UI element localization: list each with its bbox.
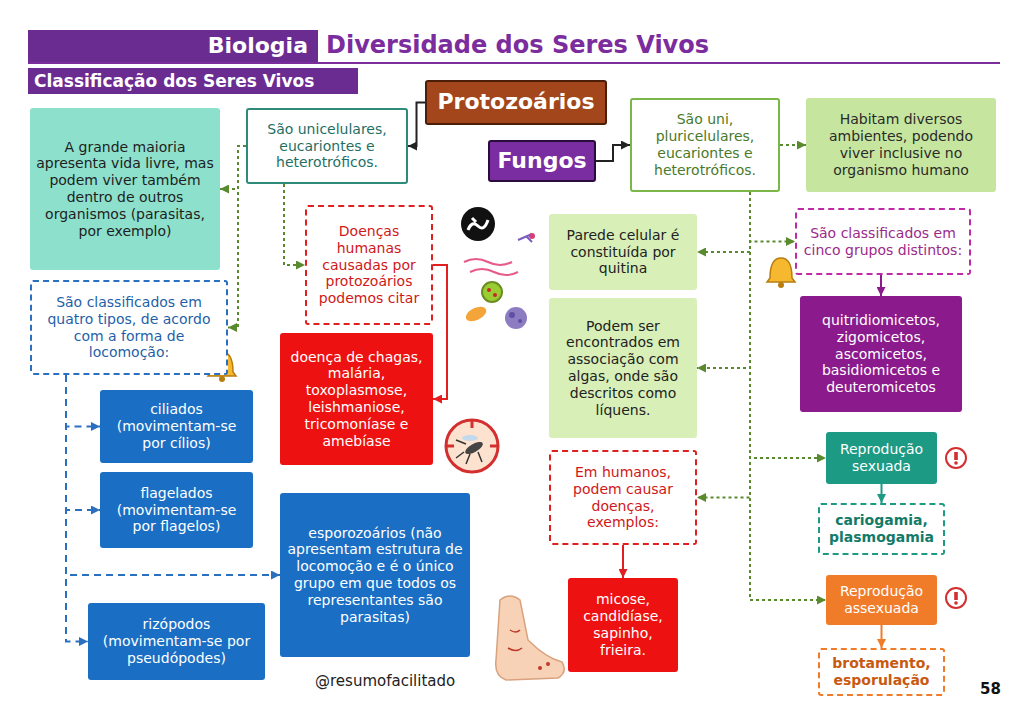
box-text: A grande maioria apresenta vida livre, m…	[36, 139, 214, 240]
box-text: Classificação dos Seres Vivos	[34, 71, 352, 91]
connector-arrow	[220, 146, 246, 189]
list-box: quitridiomicetos, zigomicetos, ascomicet…	[800, 296, 962, 412]
result-box: cariogamia, plasmogamia	[818, 503, 945, 555]
fact-box: São unicelulares, eucariontes e heterotr…	[246, 108, 408, 184]
connector-arrow	[697, 192, 750, 498]
list-box: doença de chagas, malária, toxoplasmose,…	[280, 333, 433, 465]
title-rule	[28, 62, 1000, 64]
connector-arrow	[66, 375, 88, 642]
callout-box: Em humanos, podem causar doenças, exempl…	[549, 450, 697, 545]
box-text: São unicelulares, eucariontes e heterotr…	[254, 121, 400, 171]
type-box: rizópodos (movimentam-se por pseudópodes…	[88, 603, 265, 680]
fact-box: Podem ser encontrados em associação com …	[549, 298, 697, 438]
box-text: ciliados (movimentam-se por cílios)	[106, 401, 247, 451]
box-text: São classificados em cinco grupos distin…	[803, 225, 963, 259]
warning-icon	[946, 448, 966, 468]
microbes-illustration	[461, 207, 535, 329]
box-text: esporozoários (não apresentam estrutura …	[286, 525, 464, 626]
box-text: Reprodução sexuada	[832, 441, 931, 475]
connector-arrow	[880, 275, 882, 296]
connector-arrow	[750, 192, 795, 242]
page-title: Diversidade dos Seres Vivos	[326, 31, 709, 59]
fact-box: A grande maioria apresenta vida livre, m…	[30, 108, 220, 270]
heading-band: Biologia	[28, 30, 318, 62]
result-box: brotamento, esporulação	[818, 648, 945, 696]
box-text: quitridiomicetos, zigomicetos, ascomicet…	[806, 312, 956, 396]
box-text: cariogamia, plasmogamia	[826, 512, 937, 546]
box-text: rizópodos (movimentam-se por pseudópodes…	[94, 616, 259, 666]
connector-arrow	[408, 103, 425, 147]
connector-arrow	[697, 192, 750, 368]
section-band: Classificação dos Seres Vivos	[28, 68, 358, 94]
box-text: Habitam diversos ambientes, podendo vive…	[812, 111, 990, 178]
connector-arrow	[596, 145, 630, 161]
box-text: São uni, pluricelulares, eucariontes e h…	[638, 111, 772, 178]
box-text: Protozoários	[433, 89, 599, 115]
box-text: Doenças humanas causadas por protozoário…	[313, 223, 425, 307]
callout-box: São classificados em cinco grupos distin…	[795, 208, 971, 275]
topic-box: Fungos	[488, 140, 596, 182]
connector-arrow	[881, 625, 883, 648]
connector-arrow	[228, 146, 246, 328]
connector-arrow	[881, 484, 883, 503]
fact-box: Habitam diversos ambientes, podendo vive…	[806, 98, 996, 192]
mosquito-illustration	[446, 420, 498, 472]
connector-arrow	[622, 545, 624, 578]
callout-box: Doenças humanas causadas por protozoário…	[305, 205, 433, 325]
type-box: flagelados (movimentam-se por flagelos)	[100, 472, 253, 548]
box-text: São classificados em quatro tipos, de ac…	[38, 294, 220, 361]
foot-illustration	[496, 596, 565, 680]
box-text: flagelados (movimentam-se por flagelos)	[106, 485, 247, 535]
box-text: Reprodução assexuada	[832, 583, 931, 617]
box-text: Podem ser encontrados em associação com …	[555, 318, 691, 419]
warning-icon	[946, 588, 966, 608]
box-text: doença de chagas, malária, toxoplasmose,…	[286, 349, 427, 450]
connector-arrow	[66, 375, 100, 427]
connector-arrow	[66, 375, 100, 510]
watermark: @resumofacilitado	[315, 672, 455, 690]
box-text: Parede celular é constituída por quitina	[555, 227, 691, 277]
connector-arrow	[284, 184, 305, 265]
bell-icon	[767, 258, 795, 288]
connector-arrow	[780, 144, 806, 146]
box-text: micose, candidíase, sapinho, frieira.	[574, 591, 672, 658]
box-text: brotamento, esporulação	[826, 655, 937, 689]
fact-box: Parede celular é constituída por quitina	[549, 214, 697, 290]
topic-box: Protozoários	[425, 80, 607, 125]
fact-box: São uni, pluricelulares, eucariontes e h…	[630, 98, 780, 192]
connector-arrow	[697, 192, 750, 252]
callout-box: São classificados em quatro tipos, de ac…	[30, 280, 228, 375]
connector-arrow	[433, 265, 447, 399]
type-box: esporozoários (não apresentam estrutura …	[280, 493, 470, 657]
box-text: Biologia	[38, 33, 308, 59]
process-box: Reprodução assexuada	[826, 575, 937, 625]
box-text: Fungos	[496, 148, 588, 174]
box-text: Em humanos, podem causar doenças, exempl…	[557, 464, 689, 531]
connector-arrow	[66, 375, 280, 575]
list-box: micose, candidíase, sapinho, frieira.	[568, 578, 678, 672]
page-number: 58	[980, 680, 1001, 698]
process-box: Reprodução sexuada	[826, 432, 937, 484]
type-box: ciliados (movimentam-se por cílios)	[100, 390, 253, 463]
